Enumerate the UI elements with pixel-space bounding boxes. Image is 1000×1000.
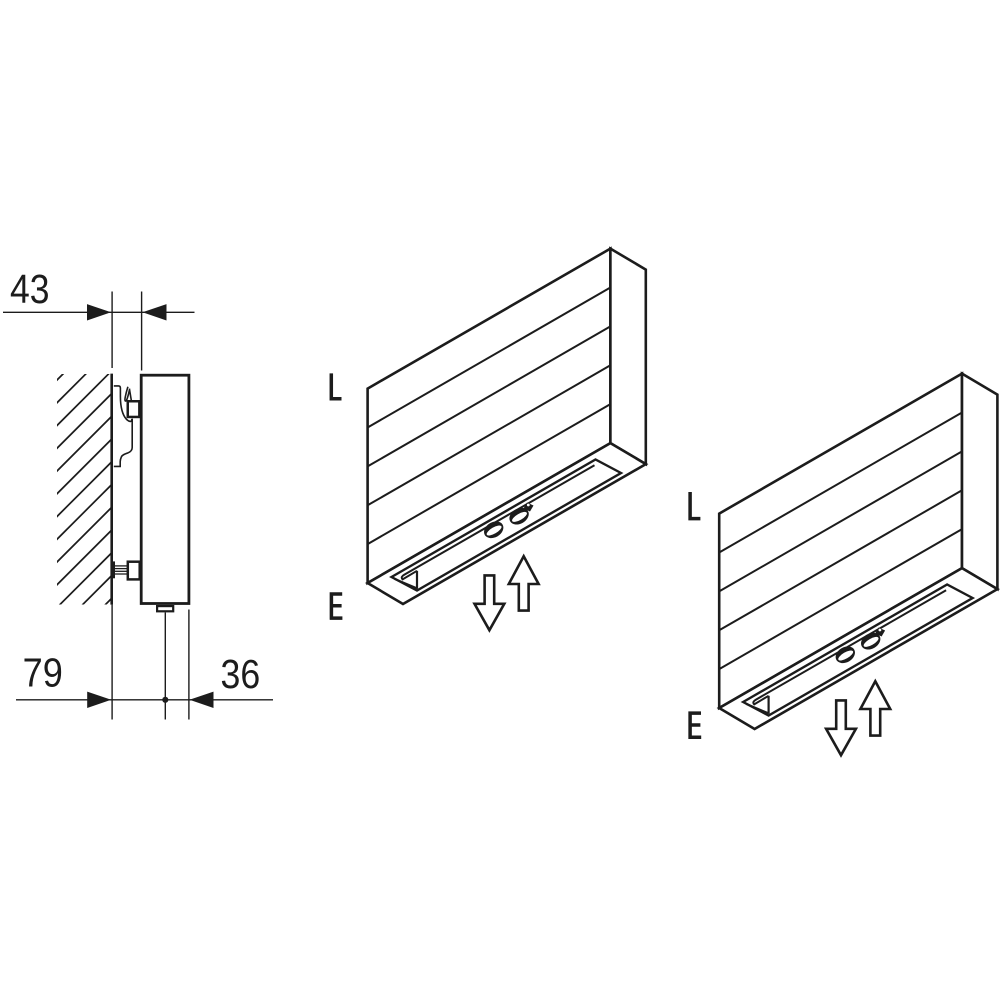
svg-text:79: 79: [23, 650, 63, 696]
svg-text:36: 36: [221, 651, 261, 697]
svg-text:43: 43: [10, 266, 50, 312]
